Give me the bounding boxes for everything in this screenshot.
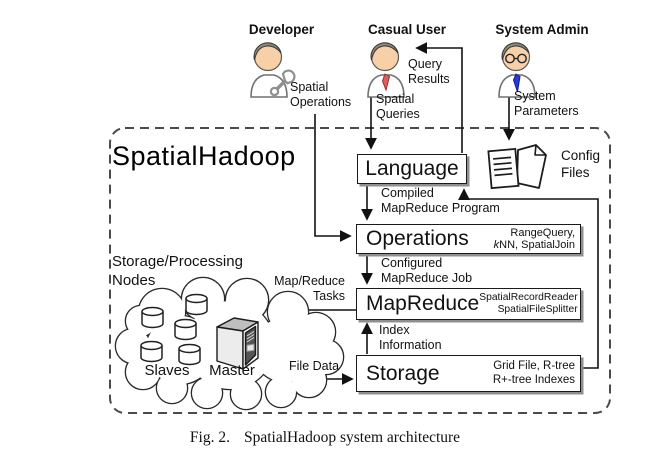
system-admin-hair [501,42,530,61]
arrow-query-results [415,42,463,153]
master-label: Master [209,362,255,379]
spatialhadoop-title: SpatialHadoop [112,141,296,171]
figure-caption-number: Fig. 2. [189,429,230,446]
system-admin-tie [512,73,521,93]
label-file-data: File Data [289,359,340,373]
master-server-icon [216,317,259,370]
developer-hair [253,42,282,61]
language-box-label: Language [365,157,459,180]
casual-user-hair [370,42,399,61]
config-files-icon [487,144,547,190]
mapreduce-box-detail: SpatialRecordReader SpatialFileSplitter [479,292,578,315]
arrow-storage-to-language [458,188,599,369]
storage-box-label: Storage [366,361,440,385]
figure-caption-text: SpatialHadoop system architecture [243,429,461,446]
storage-box-detail: Grid File, R-tree R+-tree Indexes [492,360,575,386]
storage-box: Storage Grid File, R-tree R+-tree Indexe… [356,355,581,392]
casual-user-tie [381,73,391,92]
actor-label-casual-user: Casual User [367,22,447,37]
mapreduce-box: MapReduce SpatialRecordReader SpatialFil… [356,288,581,320]
operations-box: Operations RangeQuery, kNN, SpatialJoin [356,224,581,254]
casual-user-icon [367,42,405,98]
figure-caption: Fig. 2. SpatialHadoop system architecture [0,429,650,447]
language-box: Language [357,154,467,184]
operations-box-detail: RangeQuery, kNN, SpatialJoin [493,226,575,252]
wrench-icon [269,69,296,97]
slave-disk-icons [140,293,208,366]
slaves-label: Slaves [144,362,190,379]
spatialhadoop-boundary [109,127,611,414]
operations-box-label: Operations [366,227,469,250]
developer-icon [250,42,296,98]
mapreduce-box-label: MapReduce [366,292,480,315]
actor-label-developer: Developer [248,22,315,37]
glasses-icon [505,53,527,64]
actor-label-system-admin: System Admin [495,22,589,37]
system-admin-icon [498,42,536,98]
arrow-spatial-operations [314,114,352,242]
